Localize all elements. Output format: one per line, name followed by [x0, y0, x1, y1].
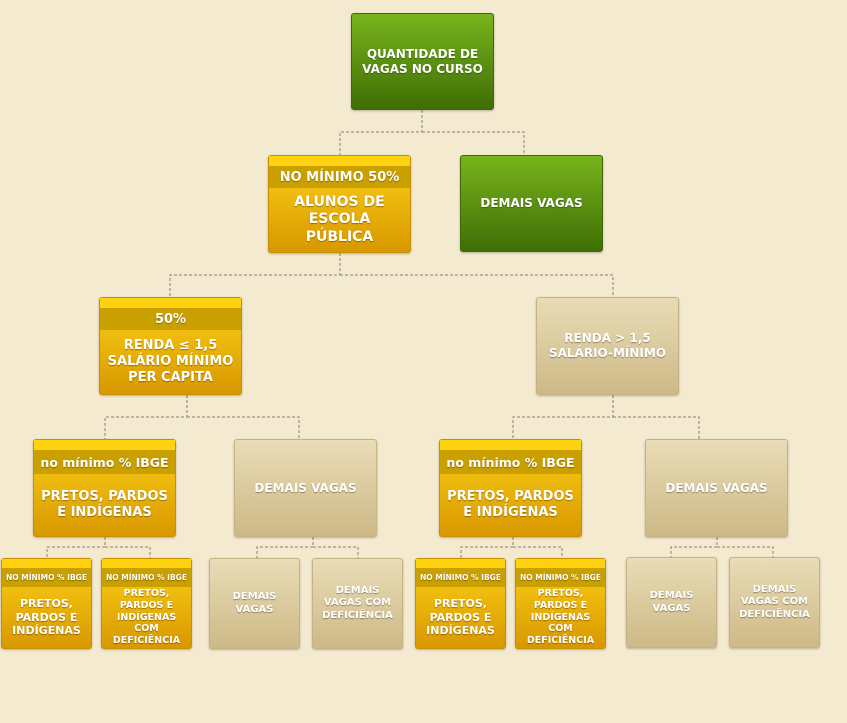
b2-label: DEMAIS VAGAS COM DEFICIÊNCIA	[322, 584, 393, 621]
connector-l3d-right	[717, 546, 774, 558]
high-other-node: DEMAIS VAGAS	[645, 439, 788, 537]
b1-label: DEMAIS VAGAS	[232, 591, 277, 615]
connector-high-right	[613, 416, 700, 439]
b1-node: DEMAIS VAGAS	[209, 558, 300, 649]
connector-root	[339, 110, 423, 155]
connector-root-right	[422, 131, 525, 155]
connector-public-right	[340, 274, 614, 297]
c1-label: PRETOS, PARDOS E INDÍGENAS	[426, 596, 495, 638]
connector-low-right	[187, 416, 300, 439]
a1-node: NO MÍNIMO % IBGE PRETOS, PARDOS E INDÍGE…	[1, 558, 92, 649]
other-vacancies-node: DEMAIS VAGAS	[460, 155, 603, 252]
low-other-node: DEMAIS VAGAS	[234, 439, 377, 537]
c1-percent: NO MÍNIMO % IBGE	[420, 573, 501, 582]
c1-node: NO MÍNIMO % IBGE PRETOS, PARDOS E INDÍGE…	[415, 558, 506, 649]
other-vacancies-label: DEMAIS VAGAS	[480, 196, 583, 210]
low-income-node: 50% RENDA ≤ 1,5 SALÁRIO MÍNIMO PER CAPIT…	[99, 297, 242, 395]
connector-l3b	[256, 537, 314, 558]
c2-label: PRETOS, PARDOS E INDÍGENAS COM DEFICIÊNC…	[526, 587, 595, 647]
root-label: QUANTIDADE DE VAGAS NO CURSO	[362, 46, 483, 76]
a1-label: PRETOS, PARDOS E INDÍGENAS	[12, 596, 81, 638]
high-other-label: DEMAIS VAGAS	[665, 480, 768, 495]
low-income-label: RENDA ≤ 1,5 SALÁRIO MÍNIMO PER CAPITA	[107, 337, 234, 386]
c2-node: NO MÍNIMO % IBGE PRETOS, PARDOS E INDÍGE…	[515, 558, 606, 649]
high-ppi-label: PRETOS, PARDOS E INDÍGENAS	[447, 488, 574, 520]
connector-l3d	[670, 537, 718, 558]
a2-label: PRETOS, PARDOS E INDÍGENAS COM DEFICIÊNC…	[112, 587, 181, 647]
root-node: QUANTIDADE DE VAGAS NO CURSO	[351, 13, 494, 110]
high-income-node: RENDA > 1,5 SALÁRIO-MÍNIMO	[536, 297, 679, 395]
public-school-percent: NO MÍNIMO 50%	[279, 169, 400, 185]
public-school-node: NO MÍNIMO 50% ALUNOS DE ESCOLA PÚBLICA	[268, 155, 411, 253]
public-school-label: ALUNOS DE ESCOLA PÚBLICA	[294, 193, 385, 245]
a2-node: NO MÍNIMO % IBGE PRETOS, PARDOS E INDÍGE…	[101, 558, 192, 649]
d1-label: DEMAIS VAGAS	[649, 590, 694, 614]
b2-node: DEMAIS VAGAS COM DEFICIÊNCIA	[312, 558, 403, 649]
connector-l3a	[46, 537, 106, 558]
connector-l3b-right	[313, 546, 359, 558]
a2-percent: NO MÍNIMO % IBGE	[106, 573, 187, 582]
high-ppi-percent: no mínimo % IBGE	[446, 454, 575, 470]
low-other-label: DEMAIS VAGAS	[254, 480, 357, 495]
connector-l3a-right	[105, 546, 151, 558]
connector-public	[169, 253, 341, 297]
d1-node: DEMAIS VAGAS	[626, 557, 717, 648]
connector-l3c-right	[513, 546, 563, 558]
low-ppi-label: PRETOS, PARDOS E INDÍGENAS	[41, 488, 168, 520]
a1-percent: NO MÍNIMO % IBGE	[6, 573, 87, 582]
d2-node: DEMAIS VAGAS COM DEFICIÊNCIA	[729, 557, 820, 648]
connector-high	[512, 395, 614, 439]
d2-label: DEMAIS VAGAS COM DEFICIÊNCIA	[739, 583, 810, 620]
low-income-percent: 50%	[154, 311, 187, 327]
high-ppi-node: no mínimo % IBGE PRETOS, PARDOS E INDÍGE…	[439, 439, 582, 537]
low-ppi-node: no mínimo % IBGE PRETOS, PARDOS E INDÍGE…	[33, 439, 176, 537]
connector-l3c	[460, 537, 514, 558]
c2-percent: NO MÍNIMO % IBGE	[520, 573, 601, 582]
low-ppi-percent: no mínimo % IBGE	[40, 454, 169, 470]
connector-low	[104, 395, 188, 439]
high-income-label: RENDA > 1,5 SALÁRIO-MÍNIMO	[548, 331, 667, 360]
